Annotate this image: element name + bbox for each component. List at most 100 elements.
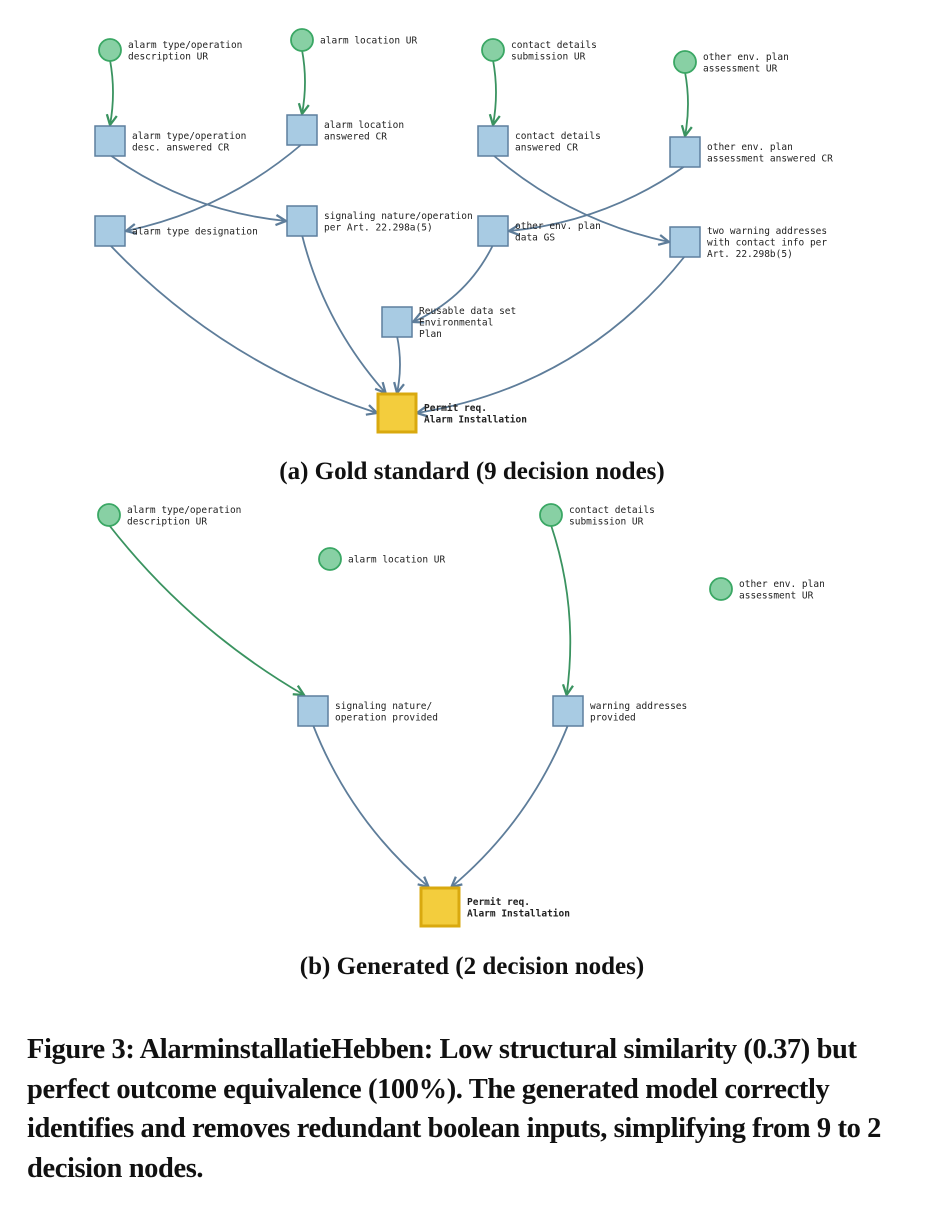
node-label-line: Permit req. (467, 897, 530, 908)
node-label-line: submission UR (511, 51, 586, 62)
decision-node-square (552, 695, 584, 727)
node-label-line: Environmental (419, 318, 493, 329)
node-label-line: answered CR (324, 131, 387, 142)
node-label-line: other env. plan (515, 221, 601, 232)
node-decision-d1: signaling nature/operation provided (297, 695, 438, 727)
node-label-line: assessment answered CR (707, 153, 833, 164)
node-label-line: description UR (128, 51, 208, 62)
input-node-circle (709, 577, 733, 601)
subcaption-gold-standard: (a) Gold standard (9 decision nodes) (279, 458, 665, 485)
node-label-line: other env. plan (739, 579, 825, 590)
input-node-circle (97, 503, 121, 527)
figure-caption: Figure 3: AlarminstallatieHebben: Low st… (27, 1034, 882, 1184)
node-label-line: contact details (569, 505, 655, 516)
decision-node-square (477, 215, 509, 247)
edge-d3-to-d8 (492, 154, 669, 242)
node-label: Permit req.Alarm Installation (467, 897, 570, 920)
node-label-line: operation provided (335, 712, 438, 723)
input-node-circle (481, 38, 505, 62)
node-label-line: alarm type/operation (127, 505, 241, 516)
node-label-line: answered CR (515, 142, 578, 153)
node-label-line: two warning addresses (707, 226, 827, 237)
edge-in2-to-d2 (302, 49, 305, 114)
node-label-line: contact details (511, 40, 597, 51)
node-label-line: signaling nature/ (335, 701, 432, 712)
decision-node-square (669, 136, 701, 168)
node-input-in2: alarm location UR (290, 28, 418, 52)
decision-node-square (94, 215, 126, 247)
node-label-line: desc. answered CR (132, 142, 230, 153)
node-label-line: other env. plan (707, 142, 793, 153)
edges (109, 49, 688, 413)
node-label-line: alarm type/operation (132, 131, 246, 142)
edge-in1-to-d1 (110, 59, 113, 125)
input-node-circle (290, 28, 314, 52)
node-label-line: provided (590, 712, 636, 723)
node-label-line: alarm type/operation (128, 40, 242, 51)
node-input-in2: alarm location UR (318, 547, 446, 571)
node-output-out: Permit req.Alarm Installation (419, 886, 570, 928)
edge-d5-to-out (109, 244, 377, 413)
decision-node-square (286, 205, 318, 237)
input-node-circle (539, 503, 563, 527)
node-label-line: other env. plan (703, 52, 789, 63)
decision-node-square (94, 125, 126, 157)
node-label-line: description UR (127, 516, 207, 527)
node-label-line: Art. 22.298b(5) (707, 249, 793, 260)
node-label-line: assessment UR (739, 590, 814, 601)
edges (108, 524, 570, 887)
input-node-circle (98, 38, 122, 62)
node-label-line: Alarm Installation (424, 414, 527, 425)
node-label: alarm location UR (320, 36, 418, 47)
node-decision-d5: alarm type designation (94, 215, 258, 247)
edge-d8-to-out (417, 255, 686, 413)
edge-in3-to-d2 (550, 524, 570, 695)
edge-in3-to-d3 (493, 59, 496, 125)
edge-d4-to-d7 (509, 165, 686, 231)
output-node-square (376, 392, 418, 434)
node-label: alarm type designation (132, 227, 258, 238)
decision-node-square (669, 226, 701, 258)
edge-in4-to-d4 (685, 71, 688, 136)
input-node-circle (673, 50, 697, 74)
edge-d1-to-out (312, 724, 429, 887)
node-label-line: alarm location UR (320, 36, 418, 47)
edge-d9-to-out (397, 335, 400, 393)
node-label-line: per Art. 22.298a(5) (324, 222, 433, 233)
node-label-line: alarm location (324, 120, 404, 131)
node-label-line: contact details (515, 131, 601, 142)
decision-node-square (297, 695, 329, 727)
output-node-square (419, 886, 461, 928)
node-label-line: Alarm Installation (467, 908, 570, 919)
input-node-circle (318, 547, 342, 571)
edge-d1-to-d6 (109, 154, 286, 221)
edge-d2-to-out (451, 724, 569, 887)
subcaption-generated: (b) Generated (2 decision nodes) (299, 953, 645, 980)
node-label: signaling nature/operation provided (335, 701, 438, 724)
node-label: alarm location UR (348, 555, 446, 566)
